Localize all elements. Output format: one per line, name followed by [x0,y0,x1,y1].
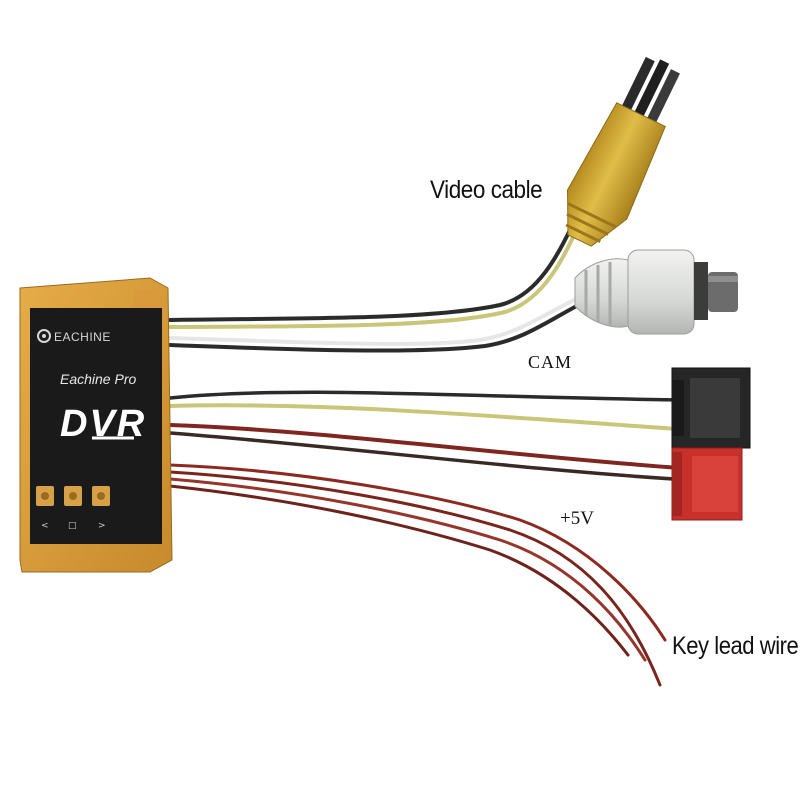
menu-button-glyph: □ [68,521,77,531]
power-wire-black [168,431,692,482]
brand-text: EACHINE [54,330,111,344]
dvr-module: EACHINE Eachine Pro DVR < □ > [19,277,173,573]
key-wire-2 [168,470,662,687]
left-button[interactable] [36,486,54,506]
cam-label: CAM [528,352,573,372]
key-wire-3 [168,477,647,662]
yellow-rca-plug [565,56,680,247]
video-wire-yellow [168,220,582,329]
cam-wire-black [168,390,692,402]
cam-wire-yellow [168,403,692,432]
cam-connector [671,367,751,449]
key-lead-wire-label: Key lead wire [672,632,799,660]
cam-wire-red [168,423,682,470]
model-text: Eachine Pro [60,371,136,387]
key-wire-1 [168,463,667,642]
left-button-glyph: < [41,521,49,531]
video-cable-label: Video cable [430,176,543,204]
power-connector [671,447,743,521]
wire-bundle [168,218,692,687]
cam-video-wire-black [168,298,590,353]
plus-5v-label: +5V [560,508,594,529]
right-button-glyph: > [98,521,106,531]
key-wire-4 [168,484,630,657]
menu-button[interactable] [64,486,82,506]
cam-video-wire-white [168,293,587,346]
right-button[interactable] [92,486,110,506]
video-wire-black [168,218,577,322]
brand-logo-icon [37,329,51,343]
white-rca-plug [574,249,738,335]
